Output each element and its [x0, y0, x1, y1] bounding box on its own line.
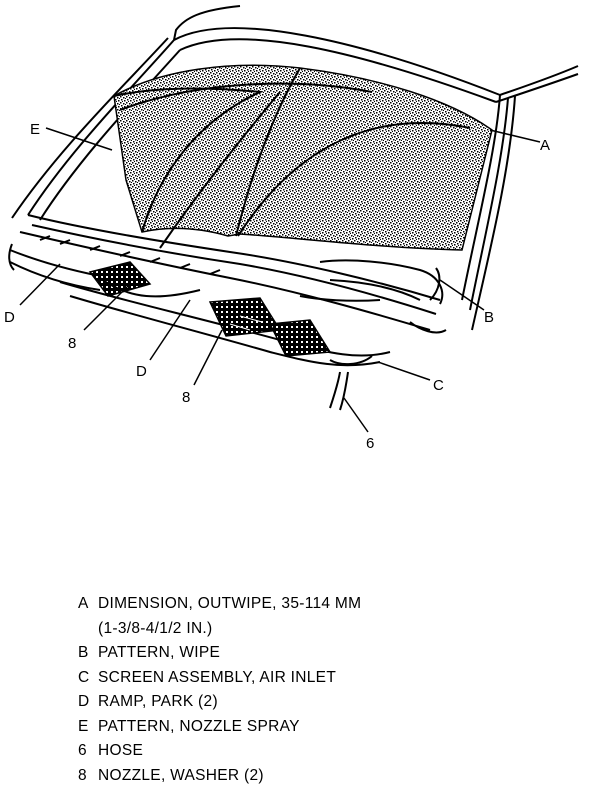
legend-key: 6 — [78, 739, 98, 764]
callout-d-left: D — [4, 309, 15, 326]
legend-key: E — [78, 715, 98, 740]
legend-text: RAMP, PARK (2) — [98, 690, 218, 715]
parts-legend: A DIMENSION, OUTWIPE, 35-114 MM (1-3/8-4… — [78, 592, 558, 788]
legend-item-8: 8 NOZZLE, WASHER (2) — [78, 764, 558, 788]
legend-item-b: B PATTERN, WIPE — [78, 641, 558, 666]
legend-text: PATTERN, WIPE — [98, 641, 220, 666]
air-inlet-screen — [90, 262, 330, 356]
legend-key: C — [78, 666, 98, 691]
legend-item-e: E PATTERN, NOZZLE SPRAY — [78, 715, 558, 740]
callout-a: A — [540, 137, 550, 154]
legend-item-a: A DIMENSION, OUTWIPE, 35-114 MM — [78, 592, 558, 617]
legend-text: NOZZLE, WASHER (2) — [98, 764, 264, 788]
callout-c: C — [433, 377, 444, 394]
callout-6-hose: 6 — [366, 435, 374, 452]
callout-e: E — [30, 121, 40, 138]
legend-item-c: C SCREEN ASSEMBLY, AIR INLET — [78, 666, 558, 691]
legend-key: A — [78, 592, 98, 617]
wipe-pattern-area — [114, 65, 492, 250]
windshield-washer-diagram: E A B C D D 8 8 6 — [0, 0, 592, 560]
legend-item-6: 6 HOSE — [78, 739, 558, 764]
legend-item-d: D RAMP, PARK (2) — [78, 690, 558, 715]
legend-text: DIMENSION, OUTWIPE, 35-114 MM — [98, 592, 361, 617]
legend-text: PATTERN, NOZZLE SPRAY — [98, 715, 300, 740]
callout-b: B — [484, 309, 494, 326]
callout-8-left: 8 — [68, 335, 76, 352]
legend-text: (1-3/8-4/1/2 IN.) — [98, 620, 213, 637]
callout-d-center: D — [136, 363, 147, 380]
legend-key: B — [78, 641, 98, 666]
legend-text: SCREEN ASSEMBLY, AIR INLET — [98, 666, 336, 691]
legend-key: D — [78, 690, 98, 715]
callout-8-center: 8 — [182, 389, 190, 406]
legend-text: HOSE — [98, 739, 143, 764]
legend-item-a-continued: (1-3/8-4/1/2 IN.) — [78, 617, 558, 642]
legend-key: 8 — [78, 764, 98, 788]
